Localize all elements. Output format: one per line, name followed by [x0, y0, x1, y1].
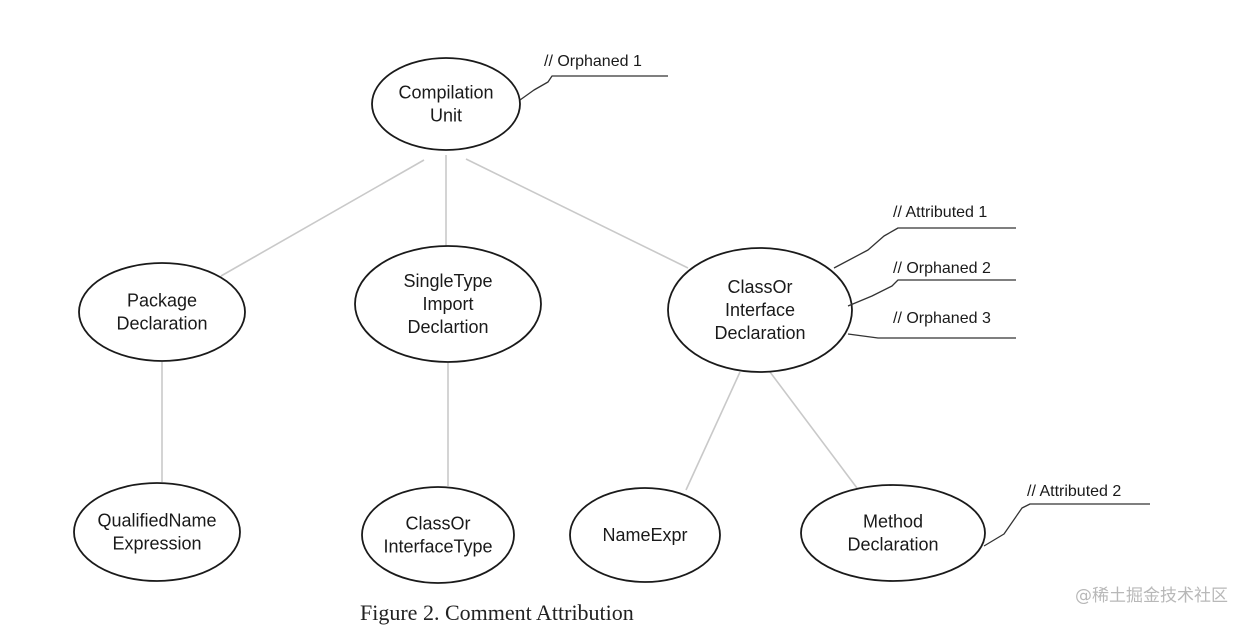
node-label: NameExpr	[602, 525, 687, 545]
node-label: InterfaceType	[383, 537, 492, 557]
comment-leader-line	[983, 503, 1150, 547]
node-label: QualifiedName	[97, 511, 216, 531]
node-label: Declartion	[407, 317, 488, 337]
node-label: Package	[127, 291, 197, 311]
comment-leader-line	[519, 75, 668, 101]
comment-orphaned-2: // Orphaned 2	[847, 260, 1016, 307]
node-ellipse	[361, 486, 515, 584]
comment-attributed-1: // Attributed 1	[833, 204, 1016, 269]
comment-label: // Orphaned 3	[893, 310, 991, 327]
figure-caption: Figure 2. Comment Attribution	[360, 600, 634, 625]
node-ellipse	[800, 484, 986, 582]
node-label: Compilation	[398, 83, 493, 103]
node-name-expr: NameExpr	[569, 487, 721, 583]
node-label: Declaration	[714, 323, 805, 343]
comment-leader-line	[847, 279, 1016, 307]
watermark: @稀土掘金技术社区	[1075, 586, 1228, 606]
node-label: ClassOr	[405, 514, 470, 534]
node-ellipse	[354, 245, 542, 363]
node-label: SingleType	[403, 271, 492, 291]
node-ellipse	[569, 487, 721, 583]
node-ellipse	[667, 247, 853, 373]
edge-class-or-interface-declaration-to-name-expr	[685, 371, 741, 491]
comment-orphaned-1: // Orphaned 1	[519, 53, 668, 101]
node-label: Unit	[430, 106, 462, 126]
edge-compilation-unit-to-package-declaration	[220, 159, 425, 277]
node-label: Interface	[725, 300, 795, 320]
node-label: Declaration	[847, 535, 938, 555]
comment-label: // Orphaned 2	[893, 260, 991, 277]
comment-attributed-2: // Attributed 2	[983, 483, 1150, 547]
node-label: Expression	[112, 534, 201, 554]
node-ellipse	[78, 262, 246, 362]
comment-label: // Orphaned 1	[544, 53, 642, 70]
comment-leader-line	[833, 227, 1016, 269]
node-label: Method	[863, 512, 923, 532]
node-label: Declaration	[116, 314, 207, 334]
edge-compilation-unit-to-class-or-interface-declaration	[465, 158, 689, 269]
edge-class-or-interface-declaration-to-method-declaration	[769, 371, 858, 489]
comment-leader-line	[847, 333, 1016, 339]
node-ellipse	[73, 482, 241, 582]
comment-orphaned-3: // Orphaned 3	[847, 310, 1016, 339]
comment-label: // Attributed 1	[893, 204, 987, 221]
node-label: Import	[422, 294, 473, 314]
node-ellipse	[371, 57, 521, 151]
comment-label: // Attributed 2	[1027, 483, 1121, 500]
node-label: ClassOr	[727, 277, 792, 297]
